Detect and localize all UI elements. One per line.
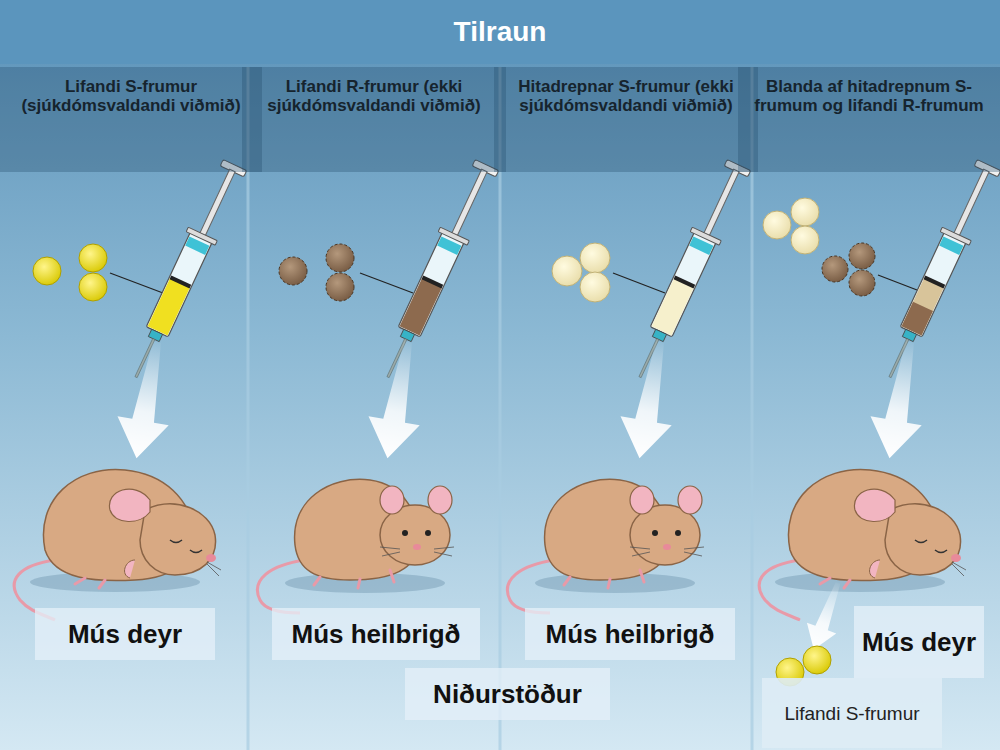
result-box: Mús heilbrigð [272, 608, 480, 660]
result-box: Mús deyr [854, 606, 984, 678]
column-4-art [759, 158, 1000, 686]
result-box-text: Mús heilbrigð [292, 620, 461, 649]
column-2-art [257, 158, 501, 613]
results-heading-text: Niðurstöður [433, 680, 582, 709]
title-band [0, 0, 1000, 64]
cell-label-box: Lifandi S-frumur [762, 678, 942, 748]
column-header: Blanda af hitadrepnum S-frumum og lifand… [738, 67, 1000, 172]
column-header-text: Lifandi S-frumur (sjúkdómsvaldandi viðmi… [0, 77, 262, 115]
title-text: Tilraun [454, 16, 547, 48]
column-header: Lifandi S-frumur (sjúkdómsvaldandi viðmi… [0, 67, 262, 172]
cell-label-box-text: Lifandi S-frumur [784, 703, 919, 724]
results-heading: Niðurstöður [405, 668, 610, 720]
column-3-art [507, 158, 753, 613]
result-box-text: Mús deyr [862, 628, 976, 657]
column-header-text: Hitadrepnar S-frumur (ekki sjúkdómsvalda… [494, 77, 758, 115]
column-header-text: Blanda af hitadrepnum S-frumum og lifand… [738, 77, 1000, 115]
title-band-text: Tilraun [0, 0, 1000, 64]
result-box: Mús deyr [35, 608, 215, 660]
result-box: Mús heilbrigð [525, 608, 735, 660]
column-1-art [14, 158, 249, 620]
result-box-text: Mús deyr [68, 620, 182, 649]
result-box-text: Mús heilbrigð [546, 620, 715, 649]
column-header-text: Lifandi R-frumur (ekki sjúkdómsvaldandi … [242, 77, 506, 115]
column-header: Hitadrepnar S-frumur (ekki sjúkdómsvalda… [494, 67, 758, 172]
column-header: Lifandi R-frumur (ekki sjúkdómsvaldandi … [242, 67, 506, 172]
